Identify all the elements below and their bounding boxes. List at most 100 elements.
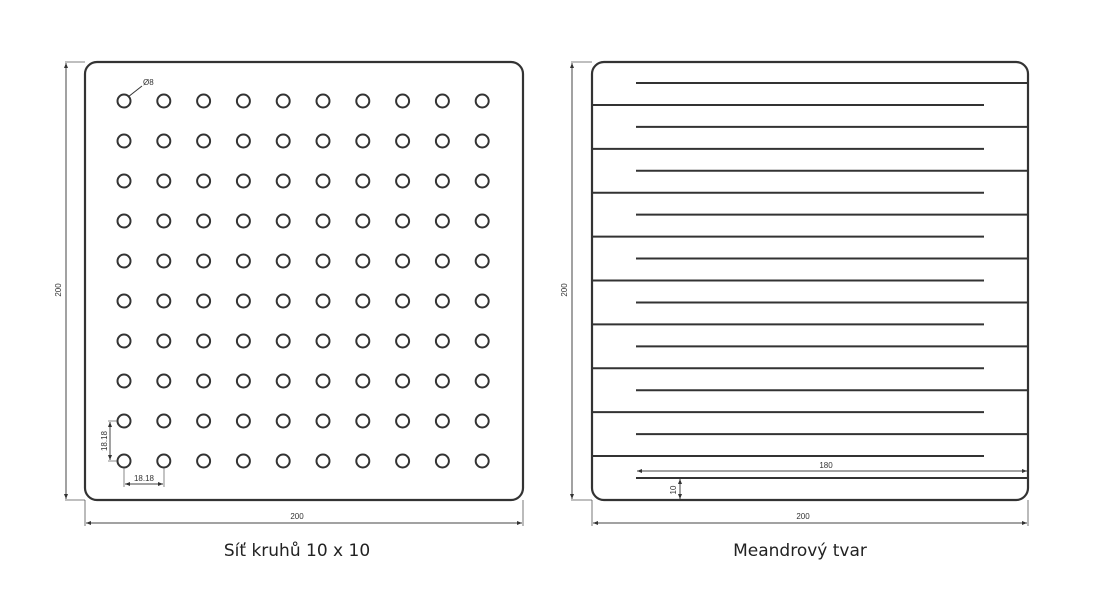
hole-circle [395,253,411,269]
hole-circle [395,333,411,349]
hole-circle [355,453,371,469]
hole-circle [315,333,331,349]
hole-circle [315,253,331,269]
hole-circle [275,453,291,469]
hole-circle [196,253,212,269]
hole-circle [395,213,411,229]
meander-lines [592,82,1028,479]
hole-circle [315,413,331,429]
hole-circle [156,133,172,149]
hole-circle [434,213,450,229]
hole-circle [355,93,371,109]
hole-circle [474,253,490,269]
hole-circle [315,213,331,229]
hole-circle [275,213,291,229]
hole-circle [235,133,251,149]
hole-circle [116,133,132,149]
hole-circle [275,413,291,429]
hole-circle [315,293,331,309]
hole-circle [434,413,450,429]
hole-circle [474,453,490,469]
hole-circle [275,133,291,149]
diameter-label: Ø8 [143,78,154,87]
left-width-label: 200 [290,512,304,521]
hole-circle [434,453,450,469]
hole-circle [156,373,172,389]
hole-circle [196,293,212,309]
hole-circle [275,373,291,389]
hole-circle [474,173,490,189]
hole-circle [395,293,411,309]
hole-circle [315,93,331,109]
hole-circle [315,453,331,469]
hole-circle [235,173,251,189]
hole-circle [156,453,172,469]
hole-circle [395,373,411,389]
hole-circle [196,213,212,229]
hole-circle [395,413,411,429]
hole-circle [395,173,411,189]
hole-circle [156,293,172,309]
hole-circle [116,213,132,229]
diameter-leader [127,85,143,98]
hole-circle [116,93,132,109]
hole-circle [275,293,291,309]
hole-circle [196,413,212,429]
hole-circle [235,253,251,269]
hole-circle [395,133,411,149]
hole-circle [434,93,450,109]
hole-circle [355,253,371,269]
hole-circle [355,213,371,229]
hole-circle [474,213,490,229]
hole-circle [196,173,212,189]
hole-circle [196,453,212,469]
hole-circle [355,413,371,429]
hole-circle [156,213,172,229]
pitch-x-label: 18.18 [134,474,155,483]
hole-circle [196,93,212,109]
hole-circle [275,333,291,349]
hole-circle [116,173,132,189]
circle-grid-drawing: 200 200 Ø8 18.18 18.18 Síť kruhů 10 x 10 [54,60,525,561]
right-height-label: 200 [560,283,569,297]
hole-circle [196,373,212,389]
hole-circle [474,333,490,349]
hole-circle [116,373,132,389]
hole-circle [116,413,132,429]
hole-circle [474,373,490,389]
hole-circle [275,253,291,269]
hole-circle [235,293,251,309]
hole-circle [434,253,450,269]
hole-circle [235,453,251,469]
circle-grid [116,93,490,469]
hole-circle [474,293,490,309]
hole-circle [474,133,490,149]
hole-circle [235,213,251,229]
hole-circle [355,293,371,309]
gap-label: 10 [669,485,678,494]
hole-circle [235,93,251,109]
hole-circle [196,133,212,149]
right-caption: Meandrový tvar [733,541,867,561]
hole-circle [355,173,371,189]
hole-circle [156,253,172,269]
hole-circle [235,333,251,349]
left-caption: Síť kruhů 10 x 10 [224,541,370,561]
hole-circle [116,453,132,469]
line-length-label: 180 [819,461,833,470]
meander-drawing: 200 200 180 10 Meandrový tvar [560,60,1030,561]
hole-circle [275,93,291,109]
hole-circle [474,93,490,109]
hole-circle [156,413,172,429]
left-plate-outline [83,60,525,502]
hole-circle [355,373,371,389]
hole-circle [474,413,490,429]
hole-circle [116,253,132,269]
hole-circle [395,453,411,469]
hole-circle [275,173,291,189]
hole-circle [235,413,251,429]
hole-circle [235,373,251,389]
hole-circle [156,333,172,349]
hole-circle [434,373,450,389]
